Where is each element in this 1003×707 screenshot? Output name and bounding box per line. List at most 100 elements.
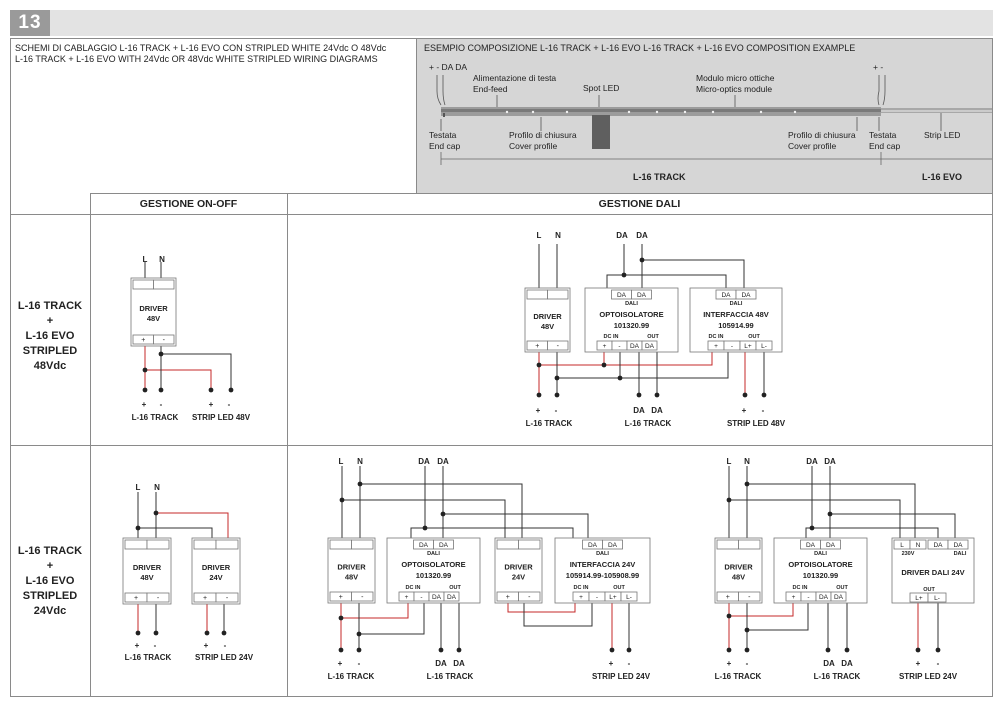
track-dimension-label: L-16 TRACK: [633, 172, 686, 182]
label-labels-opto: OPTOISOLATORE: [788, 560, 852, 569]
label-labels-Lm: L-: [934, 595, 940, 602]
label-labels-driver: DRIVER: [202, 563, 231, 572]
junction-dot: [208, 387, 214, 393]
junction-dot: [142, 367, 148, 373]
junction-dot: [153, 630, 159, 636]
wire: [539, 351, 605, 366]
wire: [342, 499, 506, 540]
label-labels-L: L: [136, 483, 141, 492]
label-labels-minus: -: [154, 641, 157, 650]
label-labels-minus: -: [228, 400, 231, 409]
terminal: [526, 289, 548, 300]
junction-dot: [621, 272, 627, 278]
label-labels-DA: DA: [651, 406, 663, 415]
label-labels-plus: +: [209, 400, 214, 409]
wire: [360, 483, 523, 540]
label-labels-plus: +: [727, 659, 732, 668]
junction-dot: [338, 615, 344, 621]
row-label-line: STRIPLED: [22, 345, 78, 357]
label-labels-minus: -: [618, 343, 620, 350]
label-labels-minus: -: [807, 594, 809, 601]
label-labels-DA: DA: [617, 292, 627, 299]
row-label-line: 48Vdc: [33, 360, 67, 372]
row-label-line: 24Vdc: [33, 605, 67, 617]
label-labels-out: OUT: [836, 585, 848, 591]
label-labels-driver: DRIVER: [533, 312, 562, 321]
label-labels-DALI: DALI: [427, 551, 440, 557]
label-labels-minus: -: [731, 343, 733, 350]
terminal: [215, 539, 239, 550]
junction-dot: [601, 362, 607, 368]
label-labels-L: L: [727, 457, 732, 466]
wire: [539, 351, 713, 366]
label-labels-opto_code: 101320.99: [614, 321, 649, 330]
label-labels-minus: -: [762, 406, 765, 415]
terminal: [909, 539, 927, 550]
label-labels-DALI: DALI: [596, 551, 609, 557]
label-labels-v48: 48V: [147, 314, 160, 323]
label-labels-DA: DA: [841, 659, 853, 668]
label-labels-Lm: L-: [626, 594, 632, 601]
label-labels-minus: -: [163, 337, 166, 344]
spot-led-body: [592, 115, 610, 149]
label-labels-dcin: DC IN: [793, 585, 808, 591]
devices: [122, 277, 975, 605]
terminal: [433, 539, 454, 550]
terminal: [518, 591, 541, 602]
junction-dot: [536, 362, 542, 368]
junction-dot: [338, 647, 344, 653]
label-labels-plus: +: [535, 343, 539, 350]
wiring-title-en: L-16 TRACK + L-16 EVO WITH 24Vdc OR 48Vd…: [15, 54, 378, 64]
cover-it-left: Profilo di chiusura: [509, 130, 577, 140]
label-labels-driver: DRIVER: [724, 563, 753, 572]
label-labels-opto: OPTOISOLATORE: [599, 310, 663, 319]
label-labels-N: N: [744, 457, 750, 466]
micro-optics-en: Micro-optics module: [696, 84, 772, 94]
junction-dot: [438, 647, 444, 653]
label-labels-DA: DA: [819, 594, 829, 601]
track-profile-shadow: [441, 109, 881, 112]
wire: [156, 512, 229, 540]
cover-en-right: Cover profile: [788, 141, 836, 151]
terminal: [496, 539, 519, 550]
wire: [442, 466, 589, 540]
label-labels-minus: -: [226, 595, 229, 602]
label-labels-minus: -: [358, 659, 361, 668]
row-label-line: L-16 TRACK: [17, 300, 83, 312]
spot-led-label: Spot LED: [583, 83, 619, 93]
label-labels-dcin: DC IN: [709, 334, 724, 340]
label-labels-DA: DA: [826, 542, 836, 549]
label-labels-minus: -: [596, 594, 598, 601]
wire: [729, 602, 794, 617]
junction-dot: [536, 392, 542, 398]
terminal: [755, 340, 773, 351]
junction-dot: [609, 647, 615, 653]
terminal: [146, 592, 170, 603]
label-labels-track: L-16 TRACK: [427, 672, 474, 681]
terminal: [735, 289, 757, 300]
label-labels-DA: DA: [432, 594, 442, 601]
terminal: [146, 539, 170, 550]
label-labels-plus: +: [141, 337, 145, 344]
label-labels-DA: DA: [806, 542, 816, 549]
wire: [641, 244, 745, 290]
endcap-it-right: Testata: [869, 130, 897, 140]
label-labels-Lp: L+: [609, 594, 617, 601]
label-labels-dcin: DC IN: [574, 585, 589, 591]
terminal: [830, 591, 847, 602]
row-label-line: STRIPLED: [22, 590, 78, 602]
label-labels-DA: DA: [437, 457, 449, 466]
pm-label: + -: [873, 62, 883, 72]
junction-dot: [356, 631, 362, 637]
label-labels-int24: INTERFACCIA 24V: [570, 560, 636, 569]
pm-da-label: + - DA DA: [429, 62, 467, 72]
terminal: [738, 539, 761, 550]
label-labels-v24: 24V: [512, 573, 525, 582]
label-labels-driver: DRIVER: [133, 563, 162, 572]
label-labels-N: N: [159, 255, 165, 264]
wiring-title: SCHEMI DI CABLAGGIO L-16 TRACK + L-16 EV…: [15, 43, 415, 65]
row-label-line: L-16 TRACK: [17, 545, 83, 557]
label-labels-plus: +: [134, 595, 138, 602]
label-labels-int48_code: 105914.99: [718, 321, 753, 330]
